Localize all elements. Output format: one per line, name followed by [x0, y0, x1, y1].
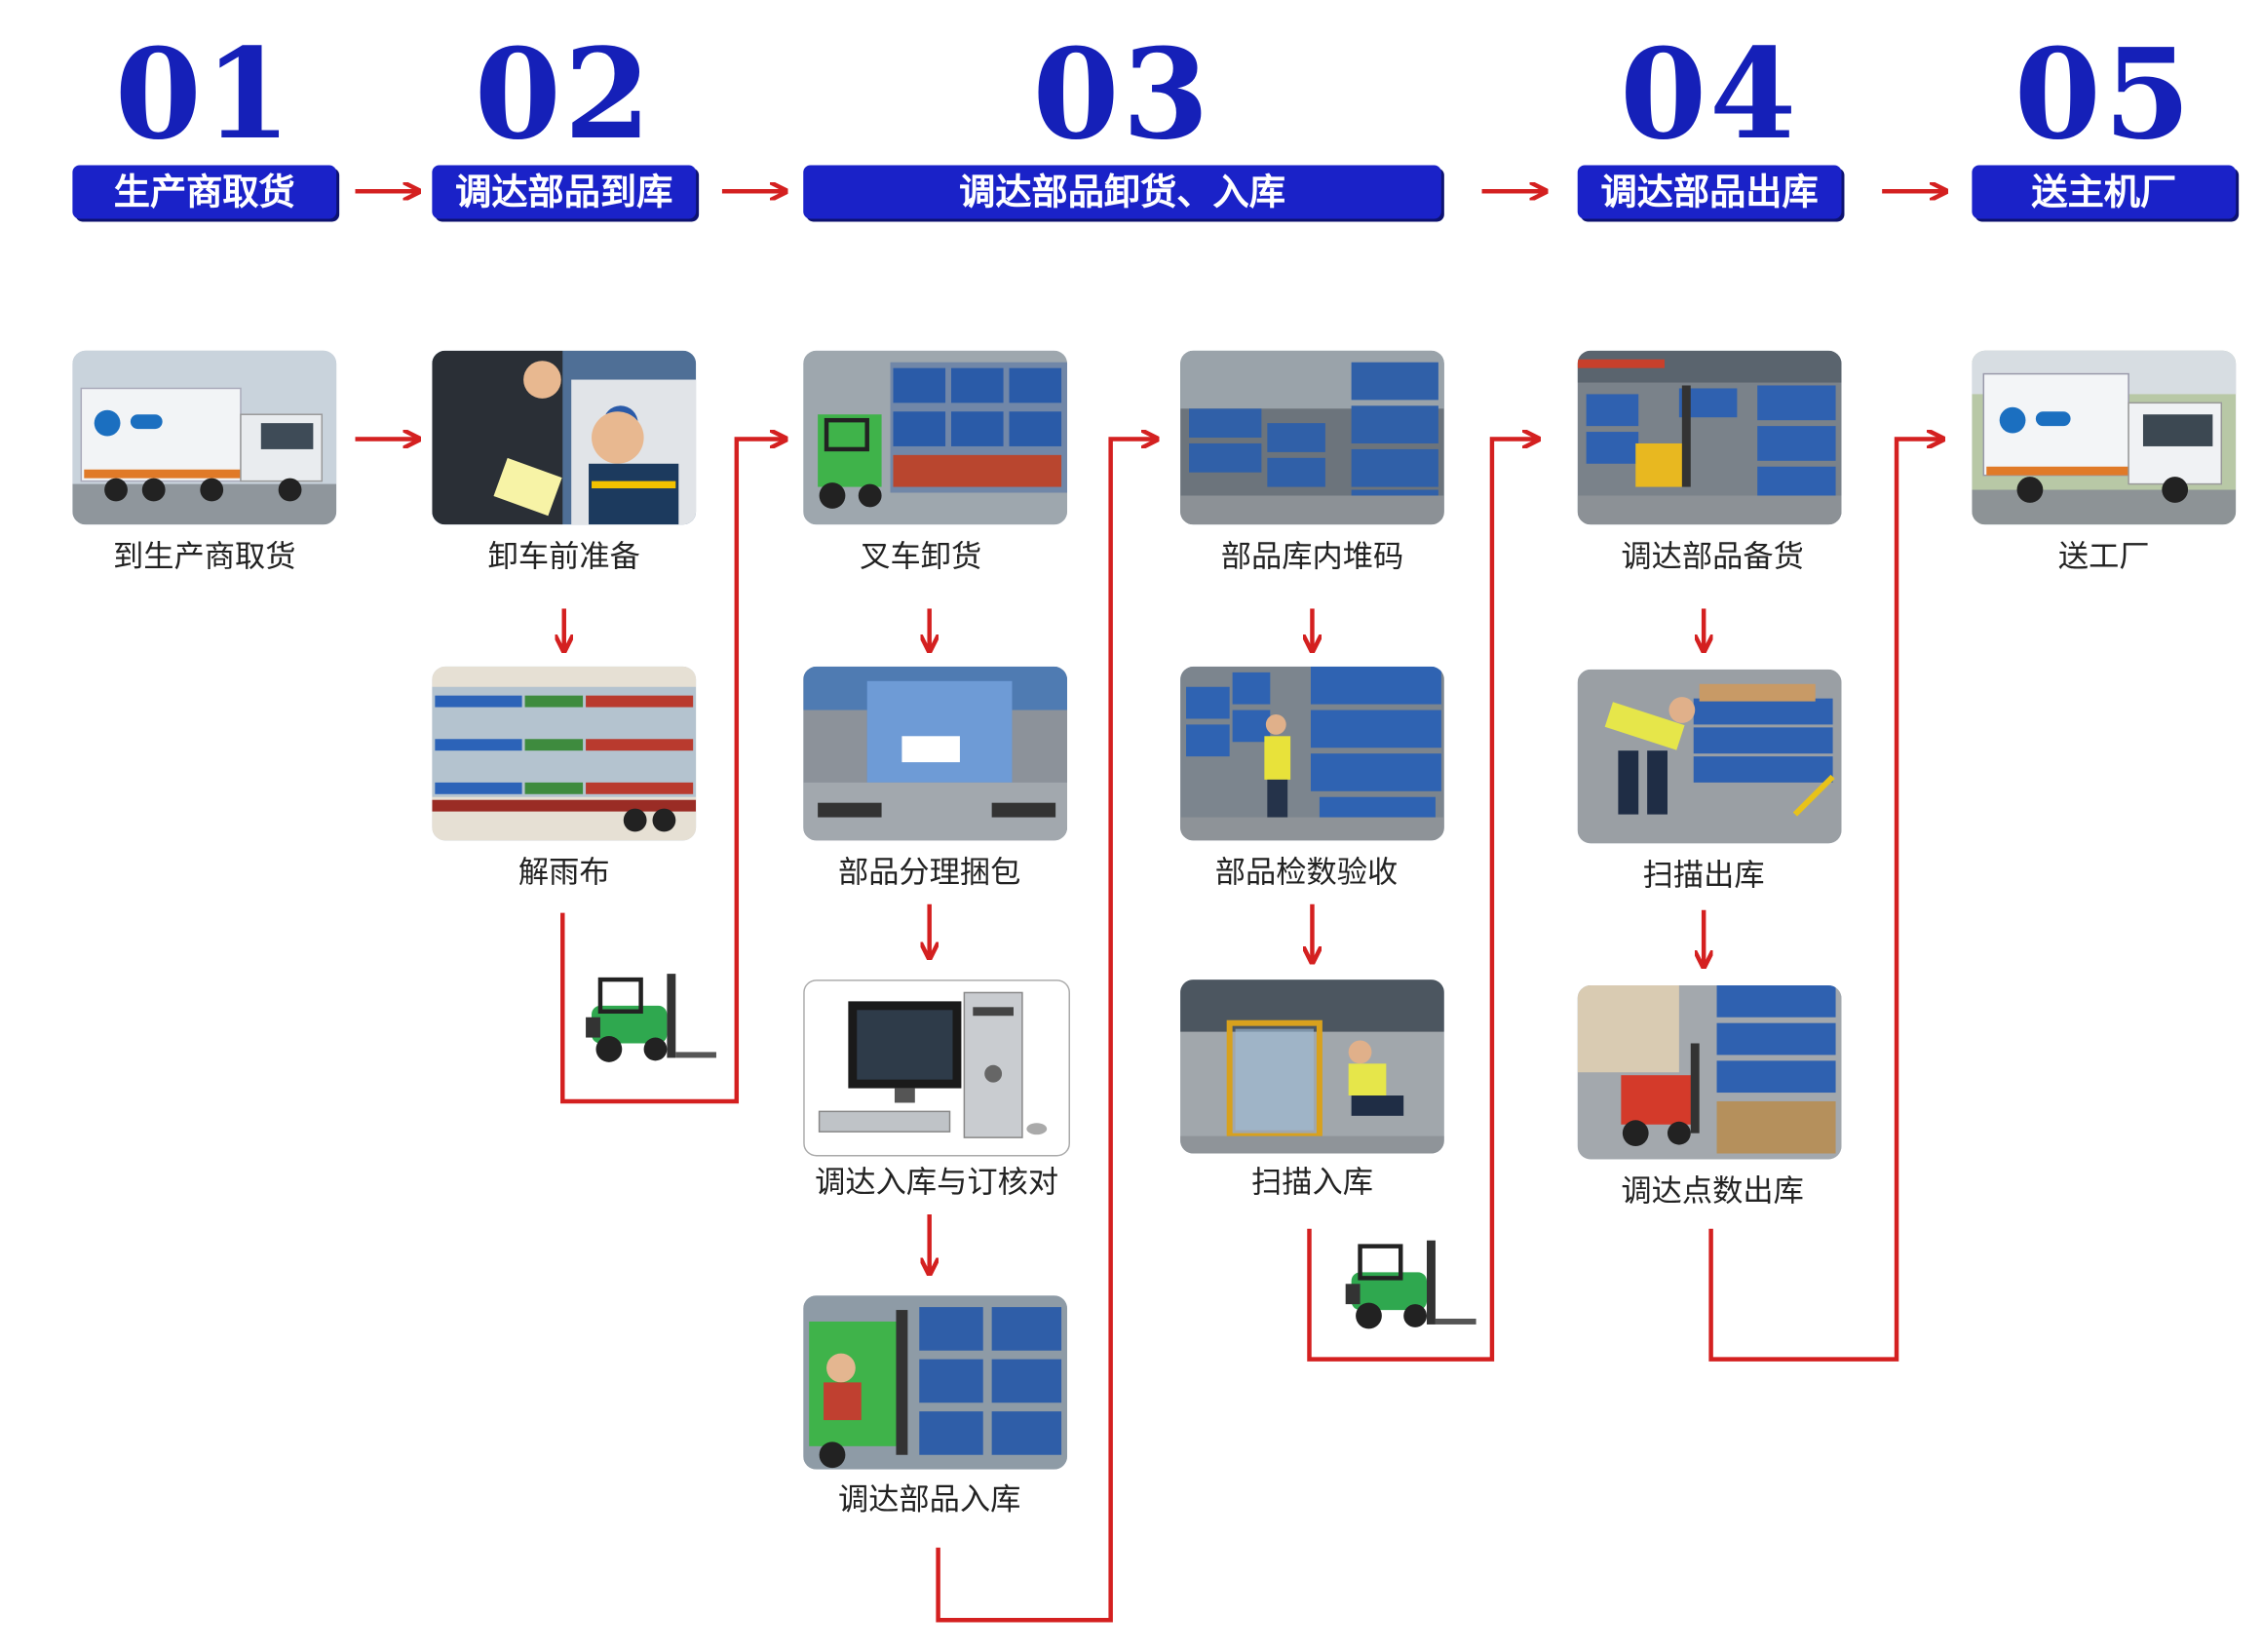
- step-header-01: 生产商取货: [72, 165, 337, 219]
- photo-scan-in: [1180, 980, 1444, 1154]
- step-header-04: 调达部品出库: [1577, 165, 1842, 219]
- photo-scan-out: [1577, 669, 1842, 844]
- forklift-icon: [1345, 1240, 1476, 1329]
- caption-parts-in: 调达部品入库: [837, 1481, 1021, 1518]
- caption-forklift-unload: 叉车卸货: [860, 539, 982, 574]
- caption-scan-out: 扫描出库: [1642, 858, 1765, 893]
- photo-stacking: [1180, 350, 1444, 525]
- computer-icon: [803, 980, 1070, 1157]
- loop-connector-03-03b: [936, 440, 1156, 1623]
- photo-pre-unload-prep: [432, 350, 697, 525]
- step-number-02: 02: [474, 21, 654, 169]
- step-number-05: 05: [2013, 21, 2194, 169]
- loop-connector-03-04: [1307, 440, 1537, 1362]
- photo-pickup-truck: [72, 350, 337, 525]
- step-header-03: 调达部品卸货、入库: [803, 165, 1441, 219]
- caption-sorting: 部品分理捆包: [837, 855, 1021, 890]
- caption-stacking: 部品库内堆码: [1220, 539, 1404, 574]
- photo-forklift-unload: [803, 350, 1068, 525]
- caption-order-check: 调达入库与订核对: [815, 1165, 1059, 1201]
- step-number-03: 03: [1032, 21, 1212, 169]
- caption-picking: 调达部品备货: [1621, 539, 1804, 574]
- photo-inspection: [1180, 666, 1444, 841]
- loop-connector-02-03: [560, 440, 785, 1104]
- caption-inspection: 部品检数验收: [1214, 855, 1399, 890]
- photo-remove-tarp: [432, 666, 697, 841]
- caption-count-out: 调达点数出库: [1621, 1173, 1804, 1209]
- caption-deliver: 送工厂: [2057, 539, 2150, 574]
- photo-sorting-packing: [803, 666, 1068, 841]
- photo-deliver-truck: [1972, 350, 2237, 525]
- step-header-05: 送主机厂: [1972, 165, 2237, 219]
- caption-prep: 卸车前准备: [487, 539, 640, 574]
- photo-parts-in: [803, 1295, 1068, 1470]
- forklift-icon: [586, 974, 716, 1062]
- step-number-04: 04: [1620, 21, 1800, 169]
- photo-picking: [1577, 350, 1842, 525]
- caption-tarp: 解雨布: [518, 855, 610, 890]
- step-number-01: 01: [114, 21, 294, 169]
- loop-connector-04-05: [1708, 440, 1942, 1362]
- caption-pickup: 到生产商取货: [113, 539, 296, 574]
- step-header-02: 调达部品到库: [432, 165, 697, 219]
- caption-scan-in: 扫描入库: [1250, 1165, 1373, 1201]
- photo-count-out: [1577, 985, 1842, 1160]
